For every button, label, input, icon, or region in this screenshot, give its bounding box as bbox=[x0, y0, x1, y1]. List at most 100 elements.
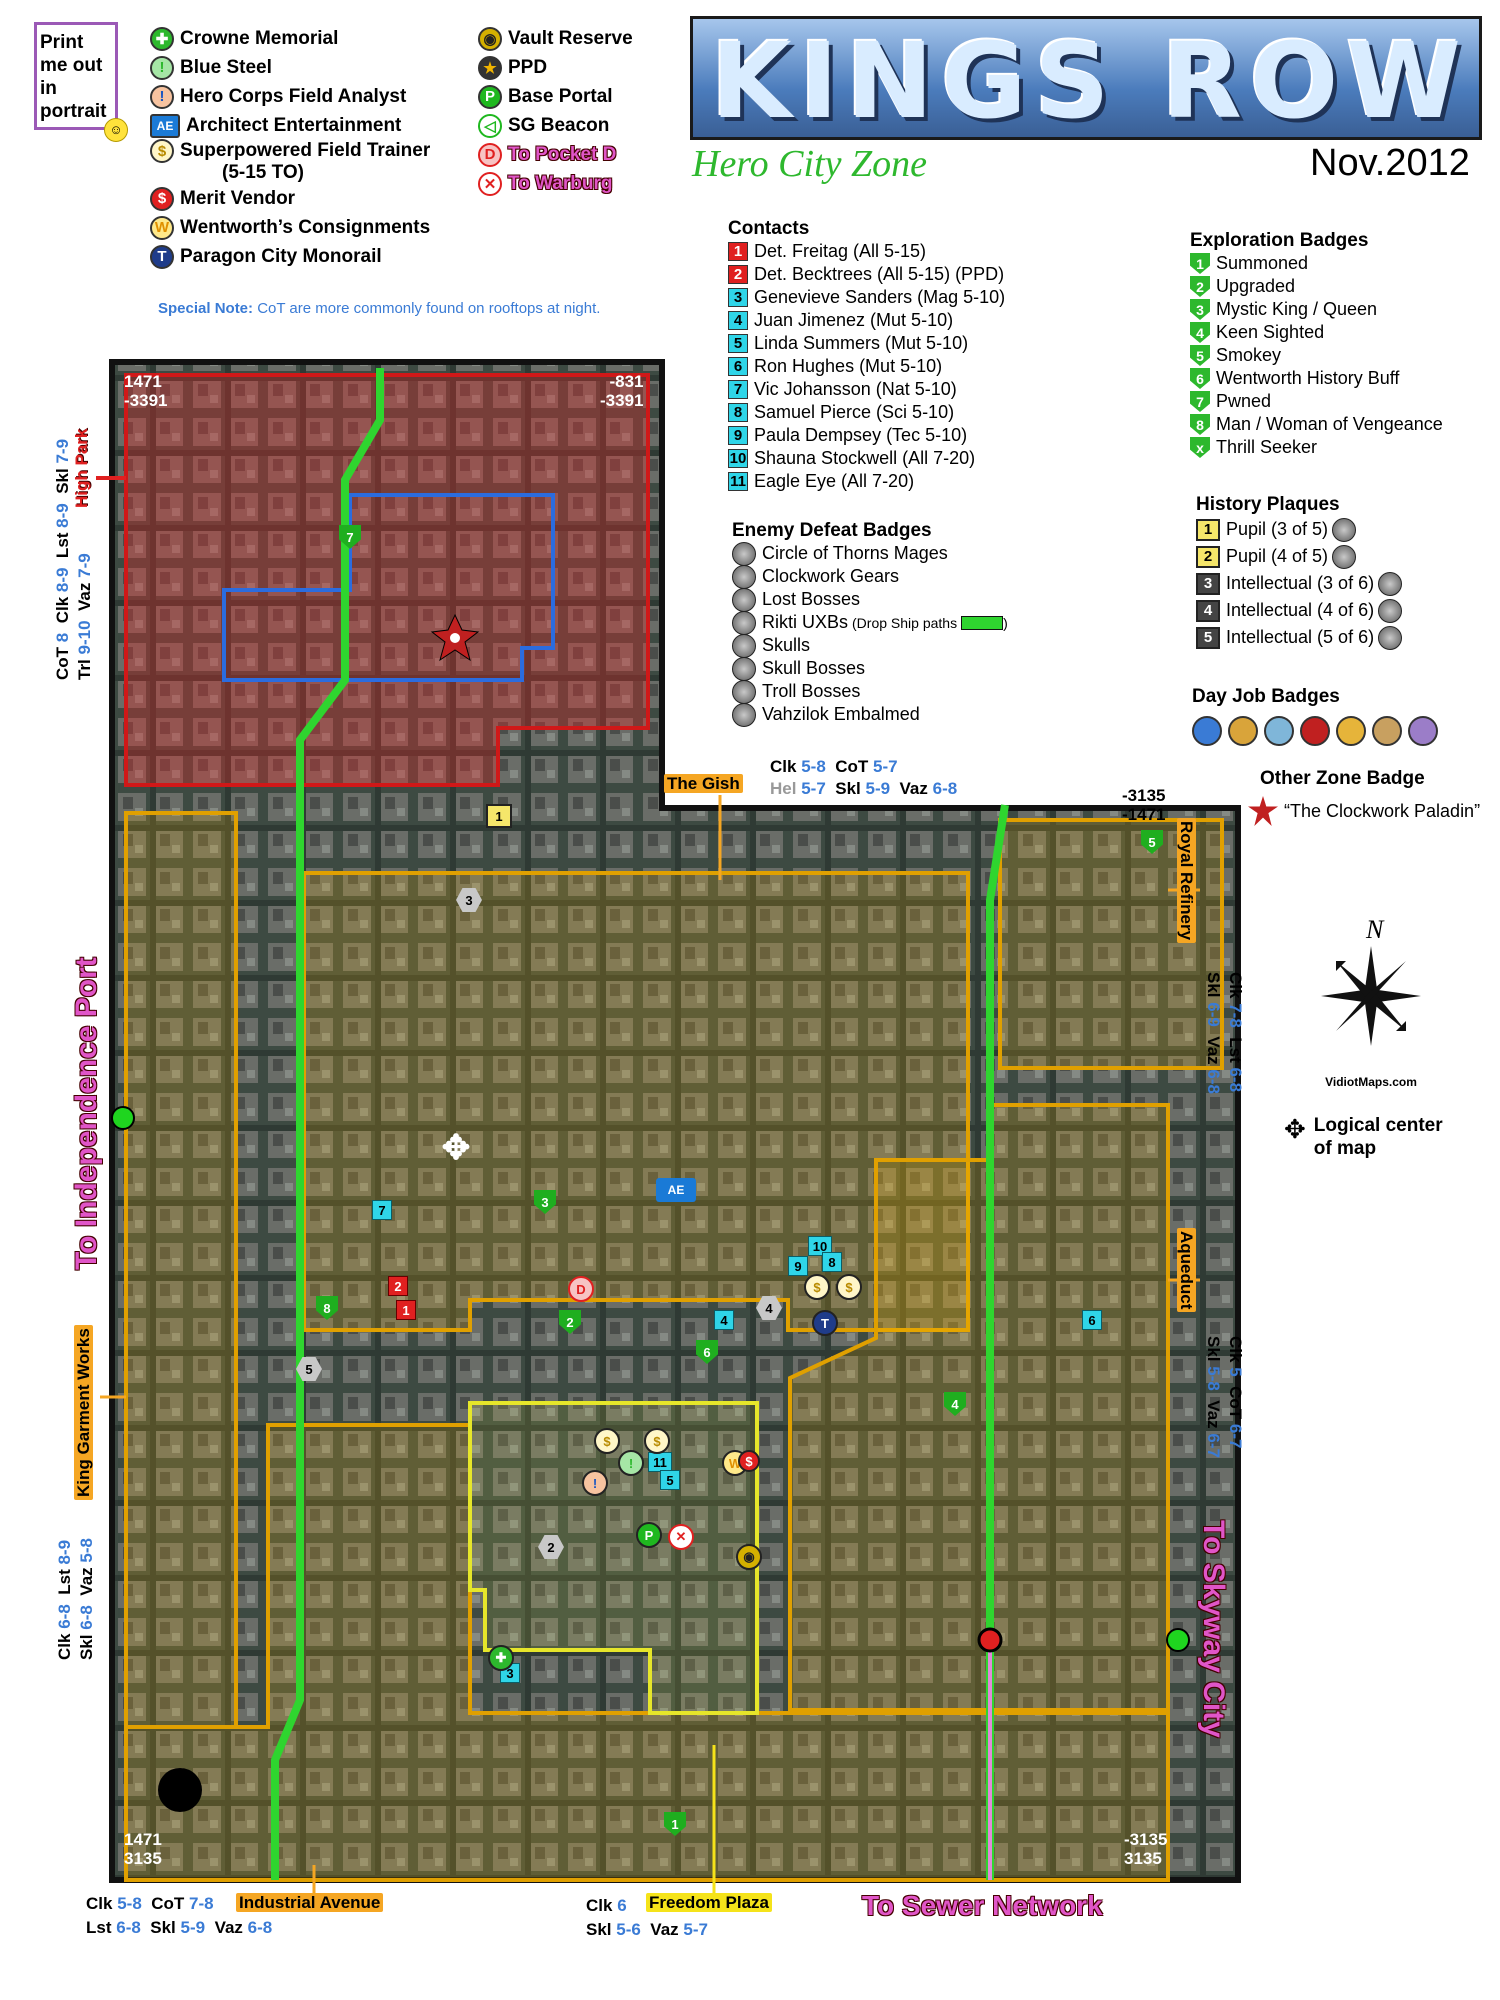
logical-center-marker: ✥ bbox=[441, 1129, 471, 1167]
exit-sewer-network[interactable]: To Sewer Network bbox=[862, 1890, 1103, 1921]
history-plaque-marker[interactable]: 4 bbox=[756, 1296, 782, 1320]
trainer-marker[interactable]: $ bbox=[644, 1428, 670, 1454]
compass-site: VidiotMaps.com bbox=[1325, 1075, 1417, 1089]
exploration-badge-marker[interactable]: 2 bbox=[559, 1310, 581, 1334]
day-job-badge-icon bbox=[1336, 716, 1366, 746]
enemy-badge-icon bbox=[732, 656, 756, 681]
enemy-badge-icon bbox=[732, 587, 756, 612]
contact-number: 1 bbox=[728, 242, 748, 261]
ae-marker[interactable]: AE bbox=[656, 1178, 696, 1202]
exploration-badge-marker[interactable]: 6 bbox=[696, 1340, 718, 1364]
exploration-badge-marker[interactable]: 4 bbox=[944, 1392, 966, 1416]
enemy-badge-row: Troll Bosses bbox=[732, 679, 1008, 704]
print-note: Print me out in portrait bbox=[40, 32, 107, 122]
exploration-number: 2 bbox=[1190, 276, 1210, 297]
levels-freedom: Clk 6 Skl 5-6 Vaz 5-7 bbox=[586, 1896, 708, 1939]
history-plaque-marker[interactable]: 1 bbox=[486, 804, 512, 828]
contact-name: Det. Freitag (All 5-15) bbox=[754, 241, 927, 261]
exploration-badge-name: Keen Sighted bbox=[1216, 322, 1325, 342]
trainer-marker[interactable]: $ bbox=[836, 1274, 862, 1300]
levels-king-garment: Clk 6-8 Lst 8-9 Skl 6-8 Vaz 5-8 bbox=[55, 1538, 96, 1660]
contact-number: 7 bbox=[728, 380, 748, 399]
contact-marker[interactable]: 9 bbox=[788, 1256, 808, 1276]
exploration-badge-marker[interactable]: 3 bbox=[534, 1190, 556, 1214]
special-note: Special Note: CoT are more commonly foun… bbox=[158, 300, 601, 317]
exploration-badge-marker[interactable]: 1 bbox=[664, 1812, 686, 1836]
contact-marker[interactable]: 8 bbox=[822, 1252, 842, 1272]
enemy-badge-name: Vahzilok Embalmed bbox=[762, 704, 920, 724]
blue-steel-marker[interactable]: ! bbox=[618, 1450, 644, 1476]
vault-reserve-marker[interactable]: ◉ bbox=[736, 1544, 762, 1570]
enemy-badge-row: Vahzilok Embalmed bbox=[732, 702, 1008, 727]
contact-marker[interactable]: 5 bbox=[660, 1470, 680, 1490]
contact-marker[interactable]: 6 bbox=[1082, 1310, 1102, 1330]
enemy-badge-row: Circle of Thorns Mages bbox=[732, 541, 1008, 566]
day-job-badge-icon bbox=[1192, 716, 1222, 746]
contacts-heading: Contacts bbox=[728, 218, 810, 239]
trainer-marker[interactable]: $ bbox=[594, 1428, 620, 1454]
exploration-number: 7 bbox=[1190, 391, 1210, 412]
history-plaque-name: Pupil (4 of 5) bbox=[1226, 546, 1329, 566]
base-portal-marker[interactable]: P bbox=[636, 1522, 662, 1548]
exit-skyway-city[interactable]: To Skyway City bbox=[1197, 1520, 1230, 1738]
contact-marker[interactable]: 4 bbox=[714, 1310, 734, 1330]
legend-item-trainer: $Superpowered Field Trainer bbox=[150, 139, 430, 163]
contact-marker[interactable]: 11 bbox=[648, 1452, 672, 1472]
history-plaque-marker[interactable]: 3 bbox=[456, 888, 482, 912]
history-plaque-number: 2 bbox=[1196, 545, 1220, 568]
warburg-marker[interactable]: ✕ bbox=[668, 1524, 694, 1550]
contact-name: Genevieve Sanders (Mag 5-10) bbox=[754, 287, 1006, 307]
pocket-d-marker[interactable]: D bbox=[568, 1276, 594, 1302]
history-plaque-marker[interactable]: 5 bbox=[296, 1357, 322, 1381]
levels-gish: Clk 5-8 CoT 5-7 Hel 5-7 Skl 5-9 Vaz 6-8 bbox=[770, 757, 958, 798]
contact-marker[interactable]: 7 bbox=[372, 1200, 392, 1220]
legend-item-blue-steel: !Blue Steel bbox=[150, 53, 430, 82]
contact-marker[interactable]: 1 bbox=[396, 1300, 416, 1320]
exploration-badge-name: Summoned bbox=[1216, 253, 1309, 273]
svg-text:N: N bbox=[1365, 916, 1385, 944]
print-note-box: Print me out in portrait bbox=[34, 22, 118, 130]
legend-item-vault: ◉Vault Reserve bbox=[478, 24, 633, 53]
pocket-d-icon: D bbox=[478, 142, 502, 167]
field-analyst-marker[interactable]: ! bbox=[582, 1470, 608, 1496]
contact-name: Vic Johansson (Nat 5-10) bbox=[754, 379, 957, 399]
exploration-number: x bbox=[1190, 437, 1210, 458]
legend-item-merit: $Merit Vendor bbox=[150, 184, 430, 213]
monorail-marker[interactable]: T bbox=[812, 1310, 838, 1336]
history-plaque-number: 1 bbox=[1196, 518, 1220, 541]
trainer-marker[interactable]: $ bbox=[804, 1274, 830, 1300]
enemy-badge-row: Skull Bosses bbox=[732, 656, 1008, 681]
base-portal-icon: P bbox=[478, 84, 502, 109]
exploration-badge-name: Smokey bbox=[1216, 345, 1282, 365]
legend-left: ✚Crowne Memorial !Blue Steel !Hero Corps… bbox=[150, 24, 430, 271]
merit-vendor-marker[interactable]: $ bbox=[738, 1450, 760, 1472]
zone-label-gish: The Gish bbox=[664, 774, 743, 794]
enemy-badge-row: Lost Bosses bbox=[732, 587, 1008, 612]
contact-marker[interactable]: 10 bbox=[808, 1236, 832, 1256]
title-banner bbox=[690, 16, 1482, 140]
enemy-badge-row: Rikti UXBs (Drop Ship paths) bbox=[732, 610, 1008, 635]
contact-number: 8 bbox=[728, 403, 748, 422]
exploration-number: 6 bbox=[1190, 368, 1210, 389]
day-job-badge-icon bbox=[1408, 716, 1438, 746]
contact-marker[interactable]: 2 bbox=[388, 1276, 408, 1296]
history-plaque-marker[interactable]: 2 bbox=[538, 1535, 564, 1559]
history-badge-icon bbox=[1378, 598, 1403, 623]
exploration-badge-marker[interactable]: 8 bbox=[316, 1296, 338, 1320]
exploration-badge-marker[interactable]: 5 bbox=[1141, 830, 1163, 854]
enemy-badge-icon bbox=[732, 679, 756, 704]
crowne-memorial-marker[interactable]: ✚ bbox=[488, 1645, 514, 1671]
exit-independence-port[interactable]: To Independence Port bbox=[70, 957, 103, 1270]
enemy-badges-heading: Enemy Defeat Badges bbox=[732, 520, 932, 541]
exploration-badge-marker[interactable]: 7 bbox=[339, 525, 361, 549]
